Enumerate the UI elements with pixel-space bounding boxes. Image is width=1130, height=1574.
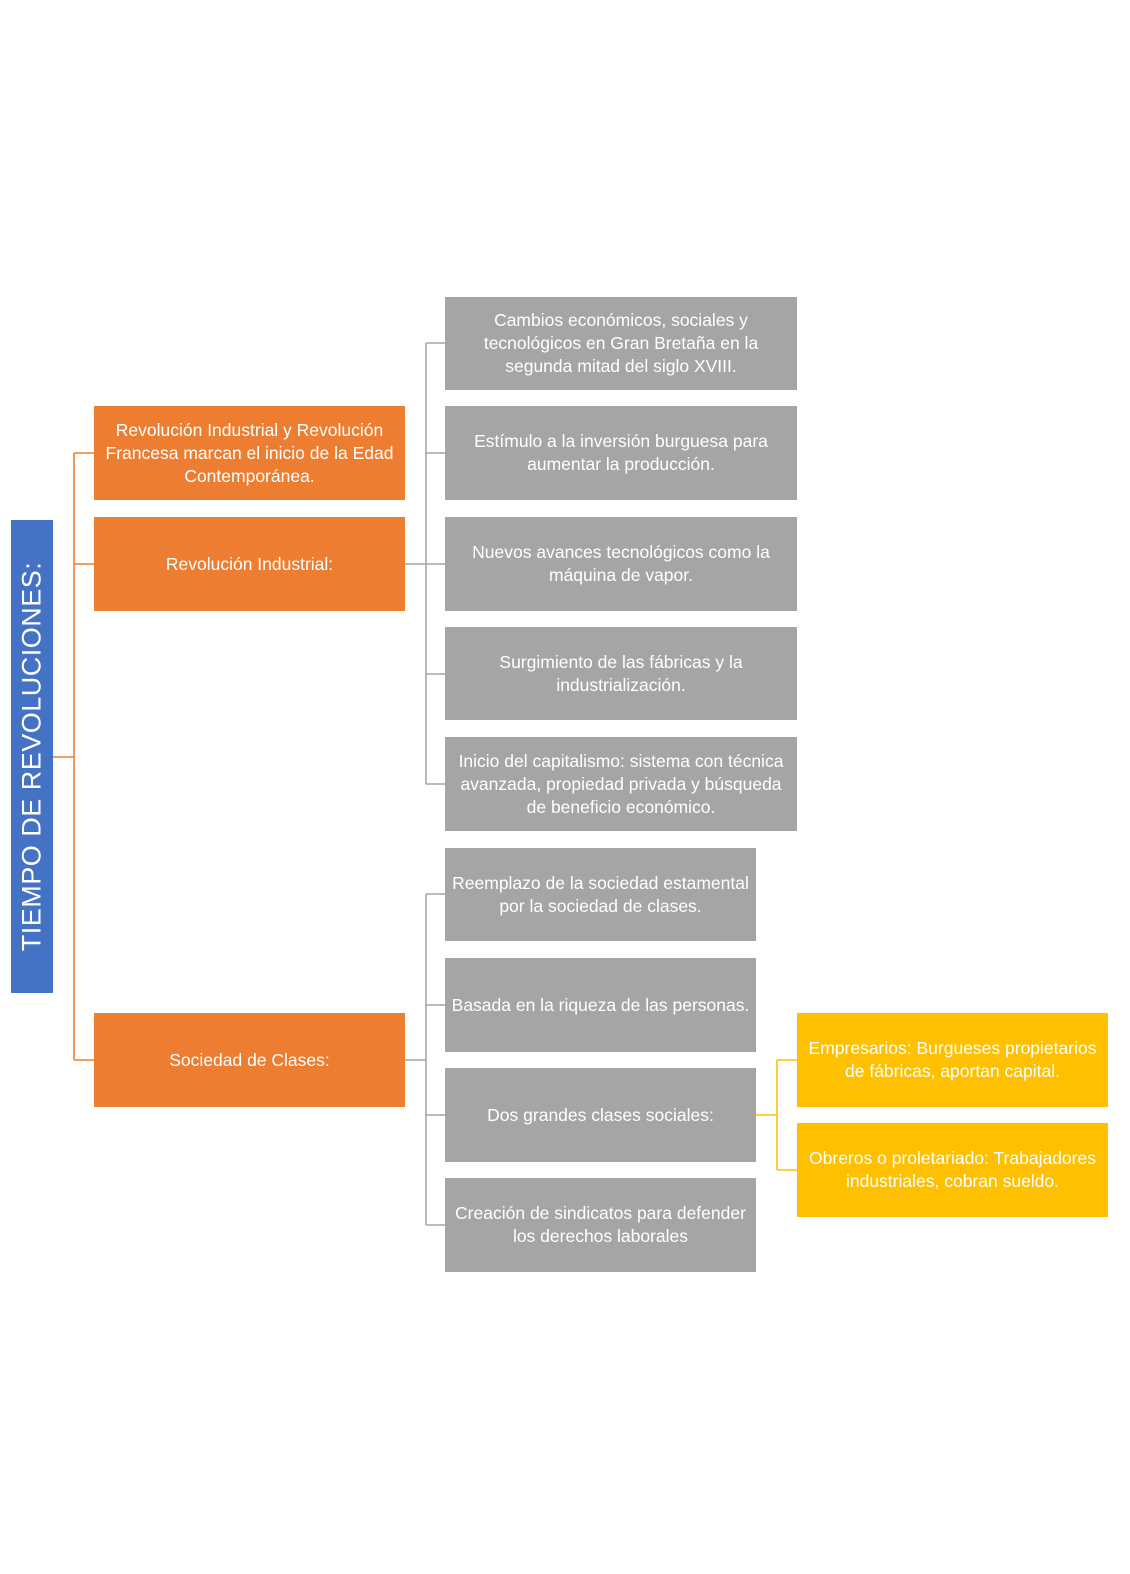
- node-label: Reemplazo de la sociedad estamental por …: [452, 872, 749, 916]
- node-label: Creación de sindicatos para defender los…: [455, 1203, 746, 1246]
- root-node-label: TIEMPO DE REVOLUCIONES:: [16, 561, 47, 952]
- node-avances-tecnologicos: Nuevos avances tecnológicos como la máqu…: [445, 517, 797, 611]
- node-label: Obreros o proletariado: Trabajadores ind…: [809, 1148, 1096, 1191]
- node-label: Estímulo a la inversión burguesa para au…: [474, 431, 768, 474]
- node-label: Inicio del capitalismo: sistema con técn…: [458, 750, 784, 817]
- node-cambios-economicos: Cambios económicos, sociales y tecnológi…: [445, 297, 797, 390]
- node-revolucion-industrial: Revolución Industrial:: [94, 517, 405, 611]
- node-empresarios: Empresarios: Burgueses propietarios de f…: [797, 1013, 1108, 1107]
- node-inicio-edad-contemporanea: Revolución Industrial y Revolución Franc…: [94, 406, 405, 500]
- node-label: Surgimiento de las fábricas y la industr…: [499, 651, 743, 695]
- node-surgimiento-fabricas: Surgimiento de las fábricas y la industr…: [445, 627, 797, 720]
- node-inicio-capitalismo: Inicio del capitalismo: sistema con técn…: [445, 737, 797, 831]
- root-node-tiempo-de-revoluciones: TIEMPO DE REVOLUCIONES:: [11, 520, 53, 993]
- node-label: Revolución Industrial:: [165, 553, 334, 574]
- node-reemplazo-sociedad: Reemplazo de la sociedad estamental por …: [445, 848, 756, 941]
- node-label: Empresarios: Burgueses propietarios de f…: [808, 1038, 1097, 1081]
- node-label: Basada en la riqueza de las personas.: [451, 994, 750, 1015]
- node-label: Revolución Industrial y Revolución Franc…: [105, 419, 394, 486]
- node-label: Cambios económicos, sociales y tecnológi…: [483, 310, 759, 376]
- node-basada-riqueza: Basada en la riqueza de las personas.: [445, 958, 756, 1052]
- node-label: Dos grandes clases sociales:: [487, 1104, 714, 1125]
- node-estimulo-inversion: Estímulo a la inversión burguesa para au…: [445, 406, 797, 500]
- node-sociedad-de-clases: Sociedad de Clases:: [94, 1013, 405, 1107]
- node-obreros: Obreros o proletariado: Trabajadores ind…: [797, 1123, 1108, 1217]
- node-label: Nuevos avances tecnológicos como la máqu…: [472, 542, 770, 585]
- node-creacion-sindicatos: Creación de sindicatos para defender los…: [445, 1178, 756, 1272]
- node-dos-grandes-clases: Dos grandes clases sociales:: [445, 1068, 756, 1162]
- node-label: Sociedad de Clases:: [169, 1049, 330, 1070]
